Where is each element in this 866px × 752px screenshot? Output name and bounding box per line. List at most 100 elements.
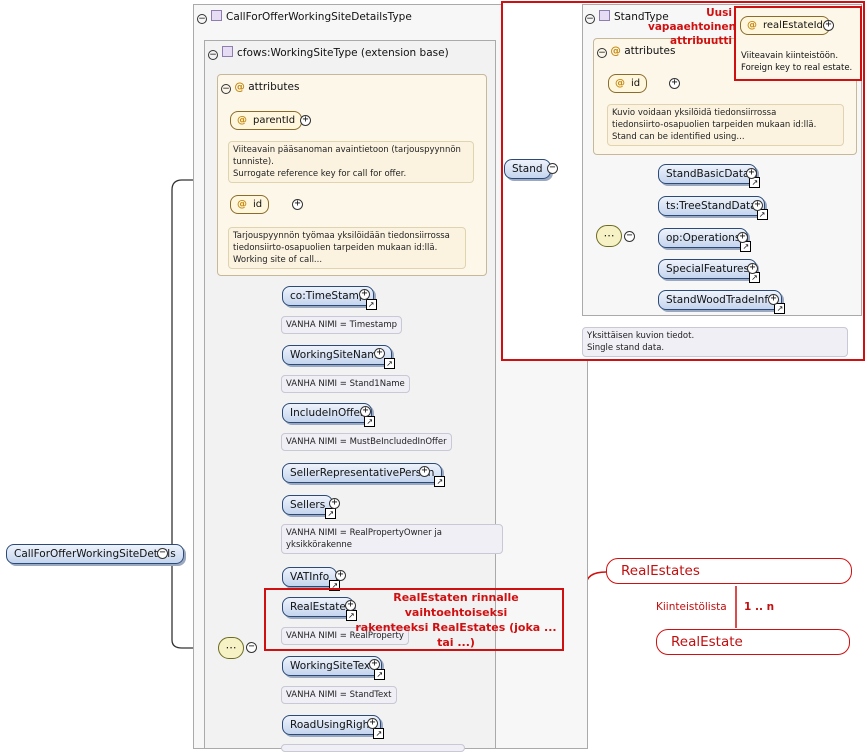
- element-workingsitetext-doc: VANHA NIMI = StandText: [281, 686, 397, 704]
- root-element-label: CallForOfferWorkingSiteDetails: [14, 548, 176, 560]
- element-realestate[interactable]: RealEstate↗: [282, 597, 357, 621]
- reference-icon: ↗: [365, 299, 377, 310]
- attribute-name: realEstateId: [763, 20, 823, 31]
- stand-type-header: − StandType: [585, 10, 669, 24]
- attribute-name: id: [631, 78, 641, 89]
- reference-icon: ↗: [756, 209, 768, 220]
- stand-child-standwoodtradeinfo[interactable]: StandWoodTradeInfo↗: [658, 290, 786, 314]
- root-element[interactable]: CallForOfferWorkingSiteDetails: [6, 544, 184, 564]
- attribute-id[interactable]: @ id: [230, 195, 270, 214]
- expand-icon[interactable]: +: [300, 115, 311, 126]
- expand-icon[interactable]: +: [367, 718, 378, 729]
- attribute-realestateid[interactable]: @ realEstateId: [740, 16, 830, 35]
- expand-icon[interactable]: +: [669, 78, 680, 89]
- attribute-icon: @: [237, 115, 247, 126]
- reference-icon: ↗: [383, 358, 395, 369]
- attribute-parentid-doc: Viiteavain pääsanoman avaintietoon (tarj…: [228, 141, 474, 183]
- stand-child-operations[interactable]: op:Operations↗: [658, 228, 752, 252]
- collapse-icon[interactable]: −: [221, 84, 231, 94]
- collapse-icon[interactable]: −: [208, 50, 218, 60]
- realestate-box: RealEstate: [656, 629, 850, 655]
- stand-type-title: StandType: [614, 11, 669, 23]
- attribute-id-doc: Tarjouspyynnön työmaa yksilöidään tiedon…: [228, 227, 466, 269]
- attribute-icon: @: [234, 81, 245, 93]
- expand-icon[interactable]: +: [292, 199, 303, 210]
- expand-icon[interactable]: +: [746, 168, 757, 179]
- element-timestamp[interactable]: co:TimeStamp↗: [282, 286, 377, 310]
- reference-icon: ↗: [329, 580, 341, 591]
- expand-icon[interactable]: +: [345, 600, 356, 611]
- stand-child-specialfeatures[interactable]: SpecialFeatures↗: [658, 259, 760, 283]
- list-label: Kiinteistölista: [656, 601, 727, 613]
- extension-title: cfows:WorkingSiteType (extension base): [237, 47, 449, 59]
- element-vatinfo[interactable]: VATInfo↗: [282, 567, 341, 591]
- attribute-parentid[interactable]: @ parentId: [230, 111, 303, 130]
- stand-doc: Yksittäisen kuvion tiedot.Single stand d…: [582, 327, 848, 357]
- attribute-icon: @: [747, 20, 757, 31]
- expand-icon[interactable]: +: [335, 570, 346, 581]
- expand-icon[interactable]: +: [747, 263, 758, 274]
- complex-type-icon: [599, 10, 610, 21]
- reference-icon: ↗: [374, 669, 386, 680]
- realestate-highlight: [264, 588, 564, 651]
- stand-attributes-header: − @ attributes: [597, 45, 675, 58]
- collapse-icon[interactable]: −: [197, 14, 207, 24]
- collapse-icon[interactable]: −: [157, 548, 168, 559]
- stand-child-standbasicdata[interactable]: StandBasicData↗: [658, 164, 761, 188]
- collapse-icon[interactable]: −: [597, 48, 607, 58]
- element-includeinoffer[interactable]: IncludeInOffer↗: [282, 403, 376, 427]
- extension-header: − cfows:WorkingSiteType (extension base): [208, 46, 449, 60]
- cardinality-label: 1 .. n: [744, 601, 775, 613]
- element-roadusingright-doc: [281, 744, 465, 752]
- stand-attributes-label: attributes: [624, 45, 676, 57]
- complex-type-icon: [211, 10, 222, 21]
- element-realestate-doc: VANHA NIMI = RealProperty: [281, 627, 409, 645]
- stand-element[interactable]: Stand: [504, 159, 551, 179]
- stand-sequence-icon[interactable]: ⋯: [596, 225, 622, 247]
- collapse-icon[interactable]: −: [246, 642, 257, 653]
- attribute-name: id: [253, 199, 263, 210]
- expand-icon[interactable]: +: [768, 294, 779, 305]
- attributes-label: attributes: [248, 81, 300, 93]
- expand-icon[interactable]: +: [737, 232, 748, 243]
- expand-icon[interactable]: +: [329, 498, 340, 509]
- type-panel-title: CallForOfferWorkingSiteDetailsType: [226, 11, 412, 23]
- reference-icon: ↗: [364, 416, 376, 427]
- reference-icon: ↗: [325, 508, 337, 519]
- attribute-realestateid-doc: Viiteavain kiinteistöön.Foreign key to r…: [741, 51, 853, 73]
- attribute-name: parentId: [253, 115, 296, 126]
- expand-icon[interactable]: +: [359, 289, 370, 300]
- sequence-icon[interactable]: ⋯: [218, 637, 244, 659]
- expand-icon[interactable]: +: [419, 466, 430, 477]
- expand-icon[interactable]: +: [360, 406, 371, 417]
- element-sellers[interactable]: Sellers↗: [282, 495, 337, 519]
- collapse-icon[interactable]: −: [547, 163, 558, 174]
- element-roadusingright[interactable]: RoadUsingRight↗: [282, 715, 385, 739]
- reference-icon: ↗: [434, 476, 446, 487]
- expand-icon[interactable]: +: [374, 348, 385, 359]
- collapse-icon[interactable]: −: [585, 14, 595, 24]
- type-panel-header: − CallForOfferWorkingSiteDetailsType: [197, 10, 412, 24]
- element-workingsitename[interactable]: WorkingSiteName↗: [282, 345, 395, 369]
- attributes-header: − @ attributes: [221, 81, 299, 94]
- element-workingsitename-doc: VANHA NIMI = Stand1Name: [281, 375, 410, 393]
- expand-icon[interactable]: +: [752, 200, 763, 211]
- attribute-icon: @: [610, 45, 621, 57]
- collapse-icon[interactable]: −: [624, 231, 635, 242]
- element-includeinoffer-doc: VANHA NIMI = MustBeIncludedInOffer: [281, 433, 452, 451]
- stand-child-treestanddata[interactable]: ts:TreeStandData↗: [658, 196, 768, 220]
- element-workingsitetext[interactable]: WorkingSiteText↗: [282, 656, 386, 680]
- reference-icon: ↗: [373, 728, 385, 739]
- element-sellerrepresentativeperson[interactable]: SellerRepresentativePerson↗: [282, 463, 446, 487]
- expand-icon[interactable]: +: [369, 659, 380, 670]
- realestates-box: RealEstates: [606, 558, 852, 584]
- reference-icon: ↗: [774, 303, 786, 314]
- attribute-icon: @: [237, 199, 247, 210]
- expand-icon[interactable]: +: [823, 20, 834, 31]
- attribute-icon: @: [615, 78, 625, 89]
- stand-attribute-id[interactable]: @ id: [608, 74, 648, 93]
